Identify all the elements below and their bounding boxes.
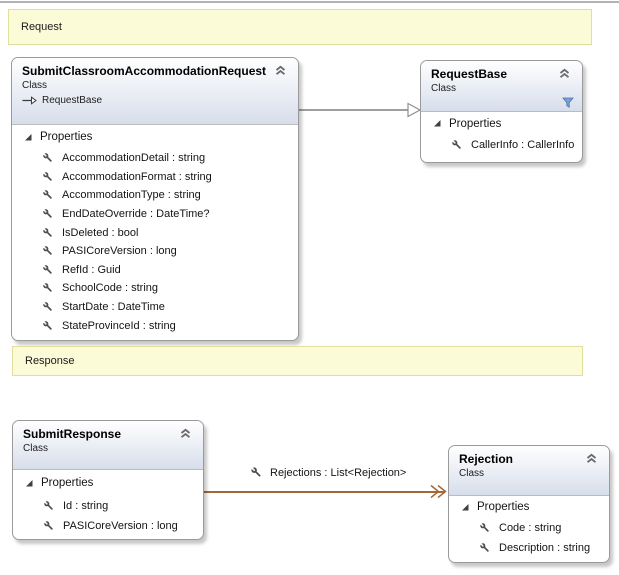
filter-funnel-icon[interactable]	[562, 97, 574, 108]
property-row[interactable]: StateProvinceId : string	[12, 316, 298, 335]
property-text: StateProvinceId : string	[62, 319, 176, 332]
class-kind: Class	[22, 80, 48, 91]
class-box-rejection[interactable]: Rejection Class Properties Code : string	[448, 445, 610, 563]
property-row[interactable]: AccommodationFormat : string	[12, 168, 298, 187]
expander-triangle-icon[interactable]	[25, 479, 34, 488]
class-kind: Class	[431, 83, 457, 94]
class-kind: Class	[459, 468, 485, 479]
property-text: Code : string	[499, 522, 562, 534]
collapse-chevron-icon[interactable]	[179, 428, 192, 439]
property-text: Id : string	[63, 500, 109, 512]
class-header: Rejection Class	[449, 446, 609, 496]
inherits-label: RequestBase	[42, 95, 103, 106]
wrench-icon	[42, 246, 52, 255]
collapse-chevron-icon[interactable]	[274, 65, 287, 76]
section-label: Properties	[41, 477, 94, 489]
property-list: CallerInfo : CallerInfo	[421, 135, 582, 155]
collapse-chevron-icon[interactable]	[585, 453, 598, 464]
expander-triangle-icon[interactable]	[433, 119, 442, 128]
property-row[interactable]: AccommodationDetail : string	[12, 149, 298, 168]
property-row[interactable]: PASICoreVersion : long	[13, 516, 203, 536]
wrench-icon	[42, 208, 52, 218]
wrench-icon	[479, 522, 489, 532]
banner-label: Response	[25, 355, 75, 367]
class-header: RequestBase Class	[421, 61, 582, 112]
comment-banner-request[interactable]: Request	[8, 9, 592, 45]
class-header: SubmitResponse Class	[13, 421, 203, 470]
property-text: PASICoreVersion : long	[63, 520, 178, 532]
property-text: StartDate : DateTime	[62, 301, 165, 314]
property-row[interactable]: PASICoreVersion : long	[12, 242, 298, 261]
property-list: AccommodationDetail : string Accommodati…	[12, 149, 298, 335]
property-row[interactable]: EndDateOverride : DateTime?	[12, 205, 298, 224]
class-box-submitclassroomaccommodationrequest[interactable]: SubmitClassroomAccommodationRequest Clas…	[11, 57, 299, 341]
property-row[interactable]: AccommodationType : string	[12, 186, 298, 205]
property-row[interactable]: SchoolCode : string	[12, 279, 298, 298]
class-kind: Class	[23, 443, 49, 454]
wrench-icon	[43, 520, 53, 530]
section-label: Properties	[449, 117, 502, 130]
class-title: SubmitClassroomAccommodationRequest	[22, 64, 267, 78]
property-text: CallerInfo : CallerInfo	[471, 139, 575, 151]
class-title: RequestBase	[431, 67, 508, 81]
class-box-requestbase[interactable]: RequestBase Class Properties	[420, 60, 583, 163]
property-row[interactable]: Id : string	[13, 496, 203, 516]
wrench-icon	[42, 301, 52, 311]
wrench-icon	[42, 171, 52, 181]
class-box-submitresponse[interactable]: SubmitResponse Class Properties Id : str…	[12, 420, 204, 540]
wrench-icon	[479, 542, 489, 552]
property-row[interactable]: RefId : Guid	[12, 261, 298, 280]
property-row[interactable]: IsDeleted : bool	[12, 223, 298, 242]
class-header: SubmitClassroomAccommodationRequest Clas…	[12, 58, 298, 125]
banner-label: Request	[21, 21, 62, 33]
inherits-row: RequestBase	[22, 95, 288, 106]
association-label[interactable]: Rejections : List<Rejection>	[247, 466, 410, 479]
property-text: AccommodationFormat : string	[62, 170, 212, 183]
properties-section-header[interactable]: Properties	[449, 496, 609, 518]
section-label: Properties	[477, 501, 530, 513]
association-arrowhead-icon	[430, 484, 447, 499]
comment-banner-response[interactable]: Response	[12, 346, 583, 376]
wrench-icon	[42, 264, 52, 274]
class-title: Rejection	[459, 452, 514, 466]
association-label-text: Rejections : List<Rejection>	[270, 466, 407, 479]
property-row[interactable]: StartDate : DateTime	[12, 298, 298, 317]
inherits-arrow-icon	[22, 96, 37, 105]
properties-section-header[interactable]: Properties	[12, 125, 298, 149]
inheritance-connector-line[interactable]	[299, 109, 408, 111]
property-list: Code : string Description : string	[449, 518, 609, 558]
property-row[interactable]: Code : string	[449, 518, 609, 538]
class-title: SubmitResponse	[23, 427, 122, 441]
property-text: RefId : Guid	[62, 263, 121, 276]
property-row[interactable]: Description : string	[449, 538, 609, 558]
expander-triangle-icon[interactable]	[24, 133, 33, 142]
property-text: IsDeleted : bool	[62, 226, 139, 239]
canvas-top-edge	[0, 1, 619, 3]
wrench-icon	[42, 190, 52, 200]
expander-triangle-icon[interactable]	[461, 503, 470, 512]
wrench-icon	[250, 466, 261, 477]
property-list: Id : string PASICoreVersion : long	[13, 496, 203, 536]
wrench-icon	[42, 320, 52, 330]
wrench-icon	[451, 139, 461, 149]
property-text: AccommodationType : string	[62, 189, 201, 202]
association-connector-line[interactable]	[204, 491, 444, 493]
wrench-icon	[42, 227, 52, 237]
property-text: AccommodationDetail : string	[62, 152, 206, 165]
inheritance-arrowhead-icon	[407, 102, 421, 118]
wrench-icon	[42, 153, 52, 162]
wrench-icon	[43, 500, 53, 510]
property-row[interactable]: CallerInfo : CallerInfo	[421, 135, 582, 155]
property-text: SchoolCode : string	[62, 282, 158, 295]
wrench-icon	[42, 283, 52, 293]
section-label: Properties	[40, 131, 93, 143]
properties-section-header[interactable]: Properties	[421, 112, 582, 135]
property-text: Description : string	[499, 542, 591, 554]
property-text: EndDateOverride : DateTime?	[62, 208, 210, 221]
property-text: PASICoreVersion : long	[62, 245, 177, 258]
properties-section-header[interactable]: Properties	[13, 470, 203, 496]
collapse-chevron-icon[interactable]	[558, 68, 571, 79]
